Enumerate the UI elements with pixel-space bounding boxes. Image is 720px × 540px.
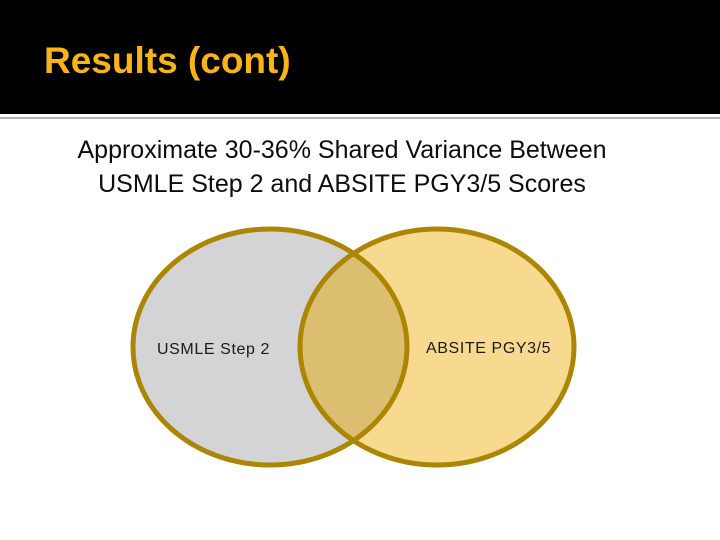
venn-svg <box>130 226 577 468</box>
heading-line-2: USMLE Step 2 and ABSITE PGY3/5 Scores <box>98 170 586 198</box>
venn-right-circle-outline <box>297 226 577 468</box>
venn-diagram <box>126 222 582 472</box>
venn-right-label: ABSITE PGY3/5 <box>426 340 552 357</box>
slide-title: Results (cont) <box>44 40 291 81</box>
header-divider <box>0 117 720 119</box>
slide-header: Results (cont) <box>0 0 720 114</box>
venn-left-circle-outline <box>130 226 410 468</box>
heading-line-1: Approximate 30-36% Shared Variance Betwe… <box>77 136 607 164</box>
body-heading: Approximate 30-36% Shared Variance Betwe… <box>30 133 654 201</box>
venn-overlap-region <box>300 229 407 465</box>
venn-left-label: USMLE Step 2 <box>157 341 271 358</box>
